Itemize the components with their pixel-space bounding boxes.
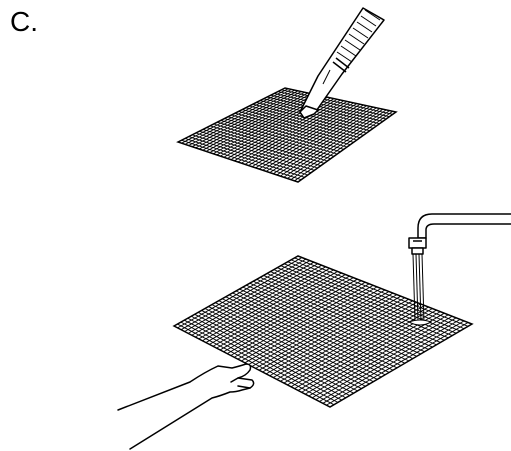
mesh-line xyxy=(197,311,358,392)
mesh-line xyxy=(256,101,370,132)
mesh-line xyxy=(249,105,364,136)
mesh-line xyxy=(184,137,305,178)
mesh-line xyxy=(220,119,338,155)
mesh-line xyxy=(267,96,380,125)
mesh-line xyxy=(256,278,425,353)
mesh-line xyxy=(246,284,414,359)
mesh-line xyxy=(270,94,384,122)
mesh-line xyxy=(201,310,362,389)
mesh-line xyxy=(192,134,312,174)
mesh-line xyxy=(211,304,374,383)
mesh-line xyxy=(234,112,351,146)
mesh-line xyxy=(274,92,387,120)
mesh-line xyxy=(232,292,398,369)
mesh-line xyxy=(239,288,406,364)
mesh-line xyxy=(181,139,302,181)
mesh-line xyxy=(266,273,437,346)
mesh-line xyxy=(249,282,417,357)
mesh-line xyxy=(263,275,433,348)
mesh-line xyxy=(294,257,469,327)
figure-label: C. xyxy=(10,6,38,37)
mesh-line xyxy=(222,298,386,376)
mesh-line xyxy=(177,323,335,406)
mesh-line xyxy=(231,114,348,148)
mesh-line xyxy=(228,294,394,371)
mesh-line xyxy=(204,308,366,387)
mesh-line xyxy=(242,109,357,141)
mesh-line xyxy=(277,91,390,118)
mesh-line xyxy=(188,136,308,176)
mesh-line xyxy=(191,315,350,396)
hand-icon xyxy=(117,363,255,450)
water-stream xyxy=(407,253,433,326)
mesh-line xyxy=(187,317,346,399)
mesh-line xyxy=(199,130,318,169)
mesh-line xyxy=(242,286,410,362)
mesh-line xyxy=(238,110,354,143)
water-faucet-icon xyxy=(408,213,511,255)
mesh-line xyxy=(245,107,361,139)
mesh-line xyxy=(252,103,367,134)
mesh-line xyxy=(235,290,402,366)
mesh-line xyxy=(277,267,449,339)
mesh-line xyxy=(213,123,331,160)
mesh-sheet-top xyxy=(176,87,398,183)
mesh-line xyxy=(259,276,429,350)
mesh-line xyxy=(184,319,343,401)
mesh-line xyxy=(208,306,370,385)
mesh-line xyxy=(290,259,465,330)
mesh-line xyxy=(215,302,378,380)
mesh-line xyxy=(281,89,393,115)
mesh-sheet-bottom xyxy=(172,255,474,408)
mesh-line xyxy=(206,127,325,164)
mesh-line xyxy=(194,313,354,394)
mesh-line xyxy=(253,280,421,355)
mesh-line xyxy=(287,261,461,332)
mesh-line xyxy=(227,116,344,150)
mesh-line xyxy=(270,271,441,343)
mesh-line xyxy=(180,321,339,403)
mesh-line xyxy=(217,121,335,157)
mesh-line xyxy=(209,125,328,162)
mesh-line xyxy=(259,100,374,129)
mesh-line xyxy=(273,269,445,341)
mesh-line xyxy=(263,98,377,127)
mesh-line xyxy=(225,296,390,373)
vacuum-nozzle-icon xyxy=(299,7,385,119)
mesh-line xyxy=(202,128,321,167)
mesh-line xyxy=(218,300,382,378)
mesh-line xyxy=(195,132,315,171)
mesh-line xyxy=(224,118,341,153)
